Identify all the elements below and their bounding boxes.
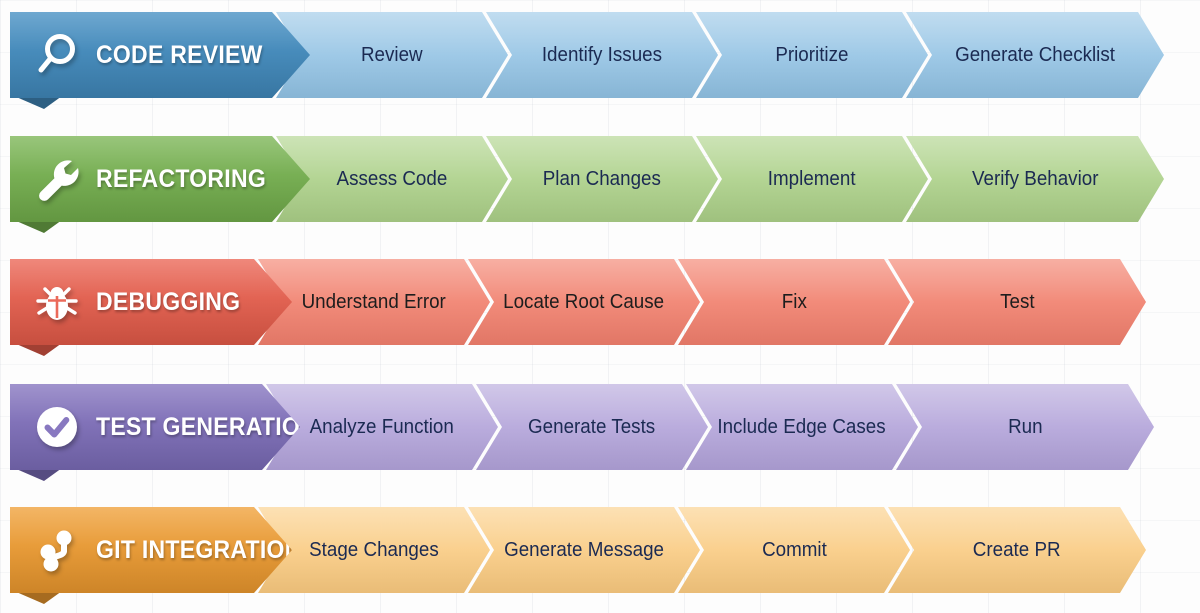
label-chevron: TEST GENERATION (10, 384, 300, 470)
step-label: Generate Checklist (955, 43, 1115, 66)
step-chevron[interactable]: Commit (678, 507, 910, 593)
workflow-row-refactoring: REFACTORING Assess Code Plan Changes Implem… (0, 136, 1200, 233)
row-label-code-review[interactable]: CODE REVIEW (10, 12, 310, 109)
ribbon-fold (14, 468, 62, 481)
label-chevron: GIT INTEGRATION (10, 507, 292, 593)
step-chevron[interactable]: Generate Checklist (906, 12, 1164, 98)
step-chevron[interactable]: Understand Error (258, 259, 490, 345)
step-label: Generate Tests (528, 415, 656, 438)
check-circle-icon (32, 402, 82, 452)
ribbon-fold (14, 343, 62, 356)
label-title: DEBUGGING (96, 287, 241, 316)
step-label: Plan Changes (542, 167, 662, 190)
step-label: Run (1007, 415, 1043, 438)
step-chevron[interactable]: Identify Issues (486, 12, 718, 98)
row-label-git-integration[interactable]: GIT INTEGRATION (10, 507, 292, 604)
step-label: Assess Code (336, 167, 448, 190)
step-label: Implement (768, 167, 856, 190)
step-label: Verify Behavior (971, 167, 1099, 190)
bug-icon (32, 277, 82, 327)
step-list-debugging: Understand Error Locate Root Cause Fix Test (258, 259, 1200, 345)
step-chevron[interactable]: Create PR (888, 507, 1146, 593)
step-chevron[interactable]: Implement (696, 136, 928, 222)
step-chevron[interactable]: Include Edge Cases (686, 384, 918, 470)
step-label: Fix (781, 290, 807, 313)
step-chevron[interactable]: Prioritize (696, 12, 928, 98)
step-chevron[interactable]: Verify Behavior (906, 136, 1164, 222)
label-chevron: REFACTORING (10, 136, 310, 222)
label-title: GIT INTEGRATION (96, 535, 302, 564)
step-list-test-generation: Analyze Function Generate Tests Include Ed… (266, 384, 1200, 470)
step-chevron[interactable]: Locate Root Cause (468, 259, 700, 345)
step-chevron[interactable]: Test (888, 259, 1146, 345)
workflow-row-git-integration: GIT INTEGRATION Stage Changes Generate Mes… (0, 507, 1200, 604)
row-label-debugging[interactable]: DEBUGGING (10, 259, 292, 356)
step-label: Understand Error (301, 290, 447, 313)
step-label: Create PR (973, 538, 1061, 561)
step-list-git-integration: Stage Changes Generate Message Commit Creat… (258, 507, 1200, 593)
ribbon-fold (14, 220, 62, 233)
ribbon-fold (14, 96, 62, 109)
step-chevron[interactable]: Plan Changes (486, 136, 718, 222)
step-label: Generate Message (504, 538, 664, 561)
step-chevron[interactable]: Stage Changes (258, 507, 490, 593)
step-label: Locate Root Cause (503, 290, 665, 313)
row-label-refactoring[interactable]: REFACTORING (10, 136, 310, 233)
step-label: Identify Issues (541, 43, 663, 66)
step-label: Review (361, 43, 423, 66)
step-list-refactoring: Assess Code Plan Changes Implement Verify B… (276, 136, 1200, 222)
step-list-code-review: Review Identify Issues Prioritize Generate … (276, 12, 1200, 98)
row-label-test-generation[interactable]: TEST GENERATION (10, 384, 300, 481)
step-label: Stage Changes (309, 538, 439, 561)
label-title: TEST GENERATION (96, 412, 317, 441)
step-chevron[interactable]: Review (276, 12, 508, 98)
step-chevron[interactable]: Run (896, 384, 1154, 470)
step-label: Prioritize (775, 43, 849, 66)
git-branch-icon (32, 525, 82, 575)
wrench-icon (32, 154, 82, 204)
magnifier-icon (32, 30, 82, 80)
label-chevron: CODE REVIEW (10, 12, 310, 98)
step-label: Test (999, 290, 1035, 313)
step-chevron[interactable]: Fix (678, 259, 910, 345)
label-title: CODE REVIEW (96, 40, 263, 69)
workflow-row-code-review: CODE REVIEW Review Identify Issues Prioriti… (0, 12, 1200, 109)
step-chevron[interactable]: Assess Code (276, 136, 508, 222)
label-chevron: DEBUGGING (10, 259, 292, 345)
step-label: Analyze Function (309, 415, 455, 438)
ribbon-fold (14, 591, 62, 604)
step-chevron[interactable]: Generate Message (468, 507, 700, 593)
step-label: Commit (761, 538, 827, 561)
workflow-row-debugging: DEBUGGING Understand Error Locate Root Cau… (0, 259, 1200, 356)
step-chevron[interactable]: Analyze Function (266, 384, 498, 470)
step-label: Include Edge Cases (717, 415, 887, 438)
step-chevron[interactable]: Generate Tests (476, 384, 708, 470)
label-title: REFACTORING (96, 164, 267, 193)
